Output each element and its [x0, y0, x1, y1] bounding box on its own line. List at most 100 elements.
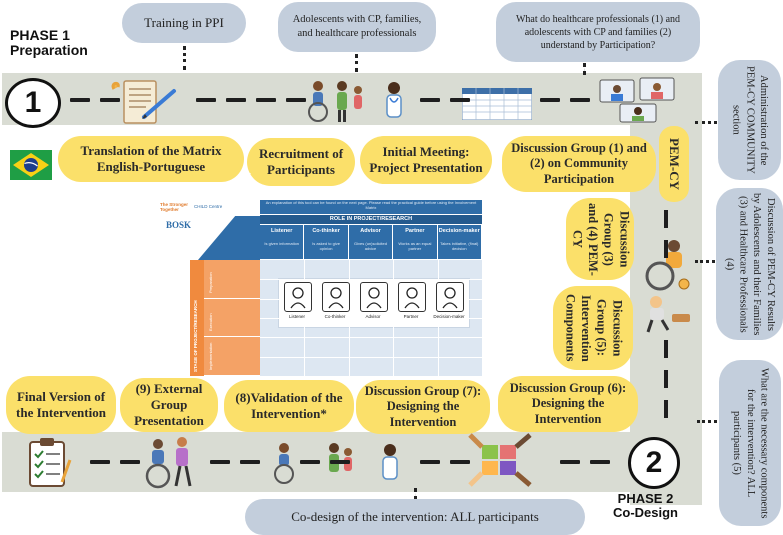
matrix-role-icon-label: Listener [288, 314, 305, 319]
wheelchair-football-icon [640, 236, 696, 292]
matrix-role-desc: Is asked to give opinion [312, 241, 340, 251]
road-dash [664, 210, 668, 228]
bubble-components-question-text: What are the necessary components for th… [731, 367, 770, 519]
bubble-training-ppi: Training in PPI [122, 3, 246, 43]
matrix-role-icon-label: Advisor [365, 314, 381, 319]
connector-dots-question [583, 63, 589, 75]
step-discussion-7: Discussion Group (7): Designing the Inte… [356, 380, 490, 434]
phase1-subtitle: Preparation [10, 41, 88, 58]
phase2-number-circle: 2 [628, 437, 680, 489]
matrix-role-icon-label: Partner [403, 314, 419, 319]
phase1-number: 1 [24, 86, 42, 119]
road-dash [300, 460, 320, 464]
matrix-role-name: Decision-maker [438, 228, 480, 234]
people-group-bottom-icon [270, 440, 410, 488]
matrix-role-desc: Is given information [264, 241, 300, 246]
step-discussion-7-text: Discussion Group (7): Designing the Inte… [364, 383, 482, 429]
road-dash [120, 460, 140, 464]
matrix-role-icon [360, 282, 388, 312]
step-recruitment-text: Recruitment of Participants [258, 145, 344, 177]
bubble-pem-discussion-text: Discussion of PEM-CY Results by Adolesce… [723, 192, 776, 336]
step-final-version: Final Version of the Intervention [6, 376, 116, 434]
matrix-top-note: An explanation of this tool can be found… [260, 200, 482, 214]
matrix-grid-hline [260, 318, 482, 319]
matrix-role-icon [436, 282, 464, 312]
connector-dots-components [697, 420, 717, 426]
road-dash [196, 98, 216, 102]
road-dash [286, 98, 306, 102]
step-discussion-6: Discussion Group (6): Designing the Inte… [498, 376, 638, 432]
matrix-stage-header-text: STAGE OF PROJECT/RESEARCH [193, 300, 198, 372]
bubble-pem-administration-text: Administration of the PEM-CY COMMUNITY s… [730, 66, 769, 174]
matrix-role-column [304, 225, 349, 259]
matrix-role-column [260, 225, 305, 259]
step-discussion-5: Discussion Group (5): Intervention Compo… [553, 286, 633, 370]
step-translation: Translation of the Matrix English-Portug… [58, 136, 244, 182]
bubble-codesign: Co-design of the intervention: ALL parti… [245, 499, 585, 535]
step-discussion-5-text: Discussion Group (5): Intervention Compo… [563, 294, 625, 362]
step-recruitment: Recruitment of Participants [247, 138, 355, 186]
road-dash [210, 460, 230, 464]
brazil-flag-icon [10, 150, 52, 180]
bubble-participation-question-text: What do healthcare professionals (1) and… [515, 13, 681, 51]
matrix-role-name: Listener [270, 228, 293, 234]
connector-dots-codesign [414, 488, 420, 500]
logo-bosk: BOSK [166, 220, 192, 230]
matrix-role-header-text: ROLE IN PROJECT/RESEARCH [329, 216, 413, 222]
road-dash [420, 460, 440, 464]
step-external-presentation: (9) External Group Presentation [120, 378, 218, 432]
matrix-grid-vline [393, 260, 395, 376]
phase1-label: PHASE 1 [10, 27, 70, 43]
wheelchair-walking-icon [140, 434, 198, 490]
phase1-number-circle: 1 [5, 78, 61, 128]
matrix-role-icon [284, 282, 312, 312]
matrix-grid-hline [260, 337, 482, 339]
matrix-role-name: Partner [405, 228, 425, 234]
matrix-role-name: Co-thinker [312, 228, 340, 234]
matrix-role-column [393, 225, 438, 259]
connector-dots-pem-discussion [695, 260, 715, 266]
step-final-version-text: Final Version of the Intervention [16, 388, 106, 420]
connector-dots-training [183, 46, 189, 70]
bubble-participants: Adolescents with CP, families, and healt… [278, 2, 436, 52]
matrix-stage-label: Execution [208, 313, 213, 332]
road-dash [100, 98, 120, 102]
matrix-role-column [437, 225, 482, 259]
road-dash [256, 98, 276, 102]
road-dash [664, 240, 668, 258]
matrix-grid-hline [260, 356, 482, 358]
bubble-codesign-text: Co-design of the intervention: ALL parti… [291, 508, 539, 524]
road-dash [664, 340, 668, 358]
spreadsheet-icon [461, 87, 533, 121]
phase2-label: PHASE 2 [617, 491, 674, 506]
road-dash [450, 98, 470, 102]
child-playing-icon [640, 294, 696, 334]
pem-cy-label: PEM-CY [659, 126, 689, 202]
step-initial-meeting: Initial Meeting: Project Presentation [360, 136, 492, 184]
puzzle-hands-icon [468, 433, 532, 487]
logo-stronger-together: The Stronger Together [160, 202, 189, 212]
road-dash [450, 460, 470, 464]
step-translation-text: Translation of the Matrix English-Portug… [80, 142, 222, 174]
bubble-components-question: What are the necessary components for th… [719, 360, 781, 526]
matrix-role-desc: Gives (un)solicited advice [354, 241, 387, 251]
step-initial-meeting-text: Initial Meeting: Project Presentation [369, 143, 483, 175]
document-pen-icon [104, 77, 180, 127]
matrix-top-note-text: An explanation of this tool can be found… [265, 200, 477, 210]
road-dash [240, 460, 260, 464]
road-dash [330, 460, 350, 464]
road-dash [540, 98, 560, 102]
step-discussion-6-text: Discussion Group (6): Designing the Inte… [509, 380, 627, 426]
bubble-participation-question: What do healthcare professionals (1) and… [496, 2, 700, 62]
clipboard-checklist-icon [24, 436, 72, 488]
step-external-presentation-text: (9) External Group Presentation [134, 380, 204, 429]
phase1-title: PHASE 1 Preparation [10, 28, 88, 57]
road-dash [226, 98, 246, 102]
matrix-stage-row [204, 337, 260, 376]
matrix-grid-vline [348, 260, 350, 376]
people-group-icon [304, 78, 414, 124]
matrix-role-column [348, 225, 394, 259]
connector-dots-participants [355, 54, 361, 72]
pem-cy-label-text: PEM-CY [667, 138, 683, 190]
matrix-grid-vline [304, 260, 306, 376]
